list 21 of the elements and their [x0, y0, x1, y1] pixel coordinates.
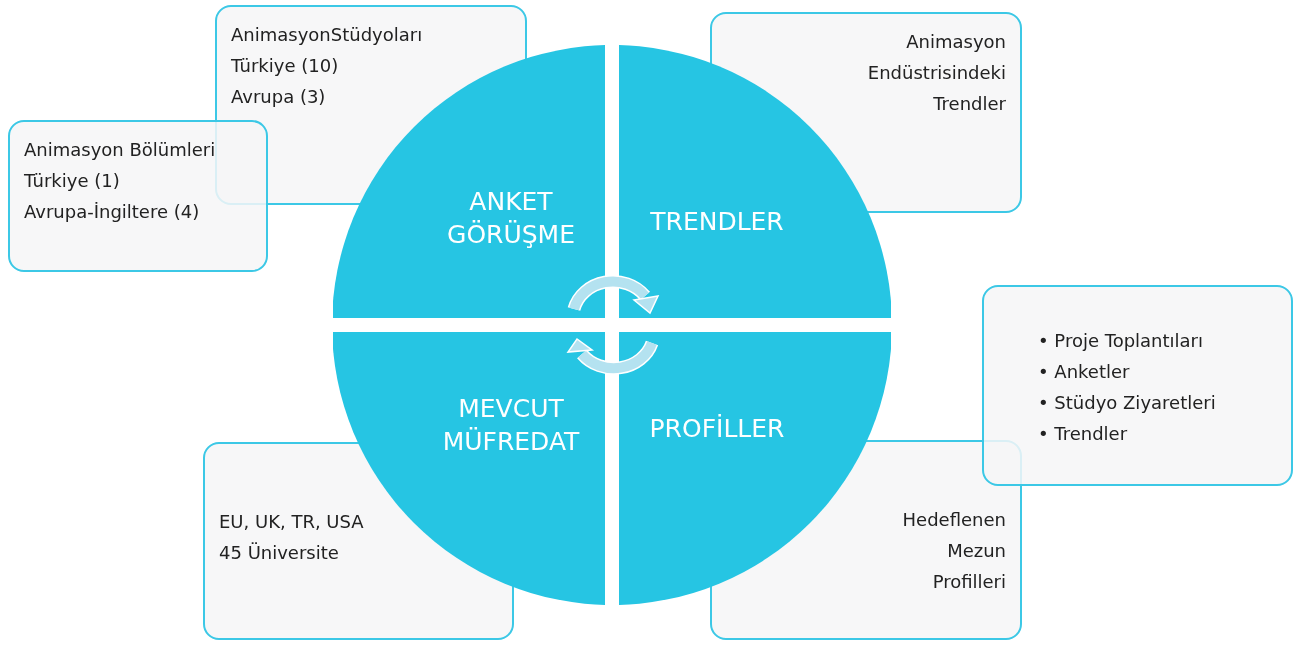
bullet-item: • Anketler	[1038, 360, 1131, 384]
segment-title: MEVCUT MÜFREDAT	[441, 393, 581, 458]
list-item: Avrupa-İngiltere (4)	[24, 200, 201, 224]
segment-title: TRENDLER	[649, 206, 785, 238]
bullet-item: • Trendler	[1038, 422, 1129, 446]
segment-title: ANKET GÖRÜŞME	[446, 186, 576, 251]
heading-text: AnimasyonStüdyoları	[231, 23, 424, 47]
info-box	[8, 120, 268, 272]
list-item: Türkiye (1)	[24, 169, 121, 193]
info-box	[982, 285, 1293, 486]
segment-title: PROFİLLER	[648, 413, 786, 445]
bullet-item: • Proje Toplantıları	[1038, 329, 1204, 353]
box-text: 45 Üniversite	[219, 541, 340, 565]
box-text: EU, UK, TR, USA	[219, 510, 365, 534]
list-item: Avrupa (3)	[231, 85, 327, 109]
box-text: Animasyon Endüstrisindeki Trendler	[866, 30, 1006, 116]
list-item: Türkiye (10)	[231, 54, 340, 78]
heading-text: Animasyon Bölümleri	[24, 138, 217, 162]
quadrant-segment	[619, 332, 891, 605]
bullet-item: • Stüdyo Ziyaretleri	[1038, 391, 1217, 415]
box-text: Hedeflenen Mezun Profilleri	[901, 508, 1006, 594]
